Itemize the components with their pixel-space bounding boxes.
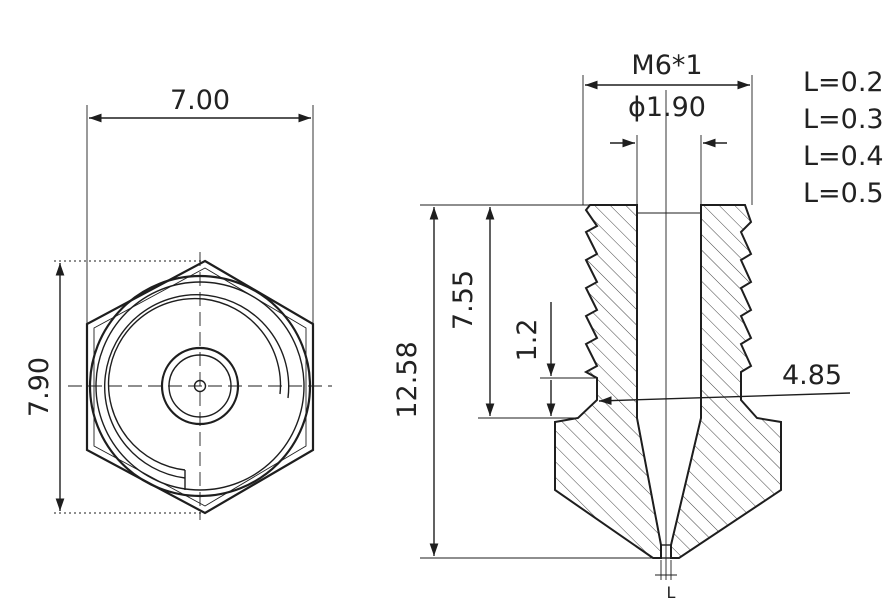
- nozzle-size-item: L=0.5: [803, 178, 884, 209]
- thread-length-label: 7.55: [448, 270, 479, 330]
- nozzle-size-item: L=0.3: [803, 104, 884, 135]
- tip-length-label: L: [667, 583, 676, 602]
- front-view: 7.00 7.90: [24, 85, 332, 520]
- nozzle-size-item: L=0.2: [803, 67, 884, 98]
- relief-length-label: 1.2: [512, 319, 543, 362]
- hex-outline: [85, 259, 315, 515]
- nozzle-size-item: L=0.4: [803, 141, 884, 172]
- nozzle-section-body: [554, 204, 662, 559]
- nozzle-size-list: L=0.2 L=0.3 L=0.4 L=0.5: [803, 67, 884, 209]
- thread-size-label: M6*1: [631, 50, 702, 81]
- side-view: M6*1 ϕ1.90 12.58 7.55 1.2 4.85 L: [392, 50, 851, 602]
- relief-diameter-label: 4.85: [782, 360, 842, 391]
- front-width-label: 7.00: [170, 85, 230, 116]
- bore-diameter-label: ϕ1.90: [628, 92, 706, 123]
- front-height-label: 7.90: [24, 357, 55, 417]
- total-length-label: 12.58: [392, 341, 423, 418]
